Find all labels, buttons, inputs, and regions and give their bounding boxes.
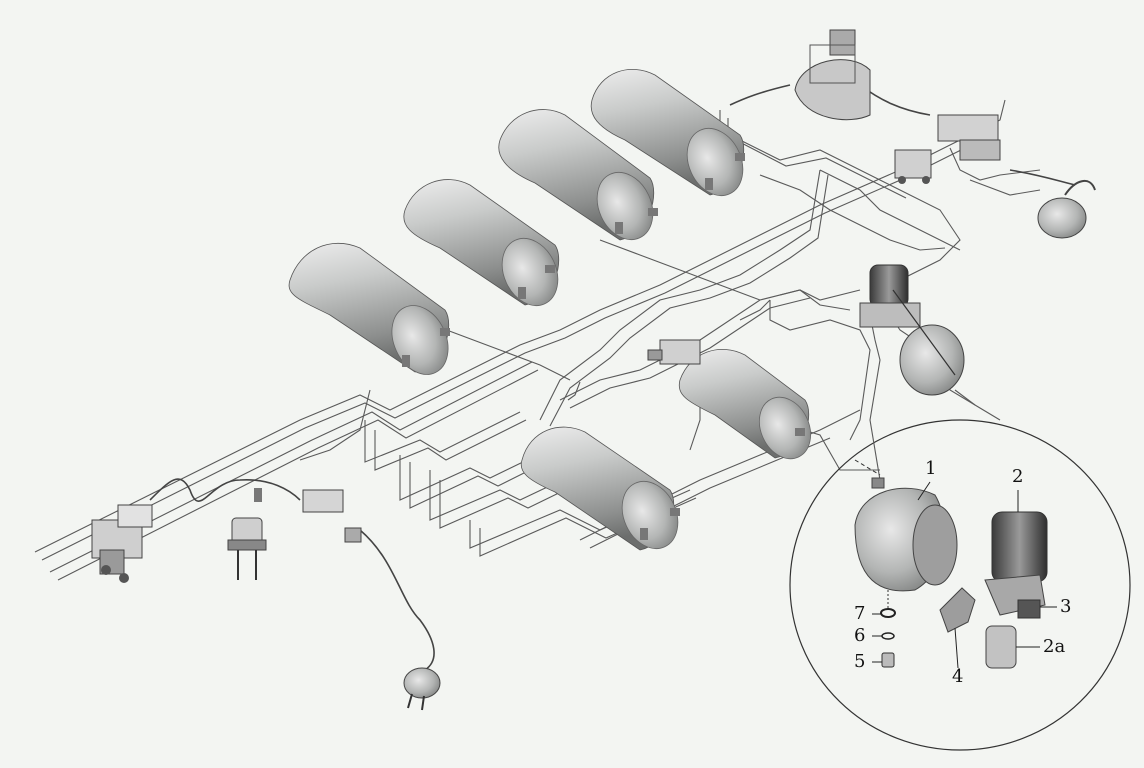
air-tank <box>590 68 745 196</box>
label-2a: 2a <box>1043 636 1066 657</box>
leader-lines <box>872 481 1057 669</box>
air-tank <box>520 426 680 551</box>
brake-valve-left <box>91 504 153 583</box>
detail-circle <box>789 419 1131 751</box>
label-4: 4 <box>952 666 964 687</box>
part-1-air-dryer-cartridge-housing <box>854 477 958 592</box>
label-2: 2 <box>1012 466 1024 487</box>
brake-chamber-rear <box>1037 180 1096 239</box>
part-3-valve-fitting <box>1017 599 1041 619</box>
protection-valve <box>937 114 1001 161</box>
part-4-bracket <box>939 587 976 633</box>
air-dryer-assembly <box>859 264 965 396</box>
air-tank <box>678 348 812 460</box>
air-tank <box>403 179 560 306</box>
label-6: 6 <box>854 625 866 646</box>
connector-block <box>302 489 362 543</box>
label-1: 1 <box>925 458 937 479</box>
distribution-valve <box>647 339 701 365</box>
label-7: 7 <box>854 603 866 624</box>
brake-chamber-front <box>403 667 441 711</box>
relay-valve <box>894 149 932 184</box>
label-5: 5 <box>854 651 866 672</box>
pressure-regulator <box>227 488 267 580</box>
label-3: 3 <box>1060 596 1072 617</box>
air-tank <box>288 243 450 375</box>
part-5-6-7-stack <box>880 590 896 668</box>
part-2a-filter-cartridge <box>985 625 1017 669</box>
compressor <box>794 29 871 121</box>
air-tank <box>498 109 658 241</box>
